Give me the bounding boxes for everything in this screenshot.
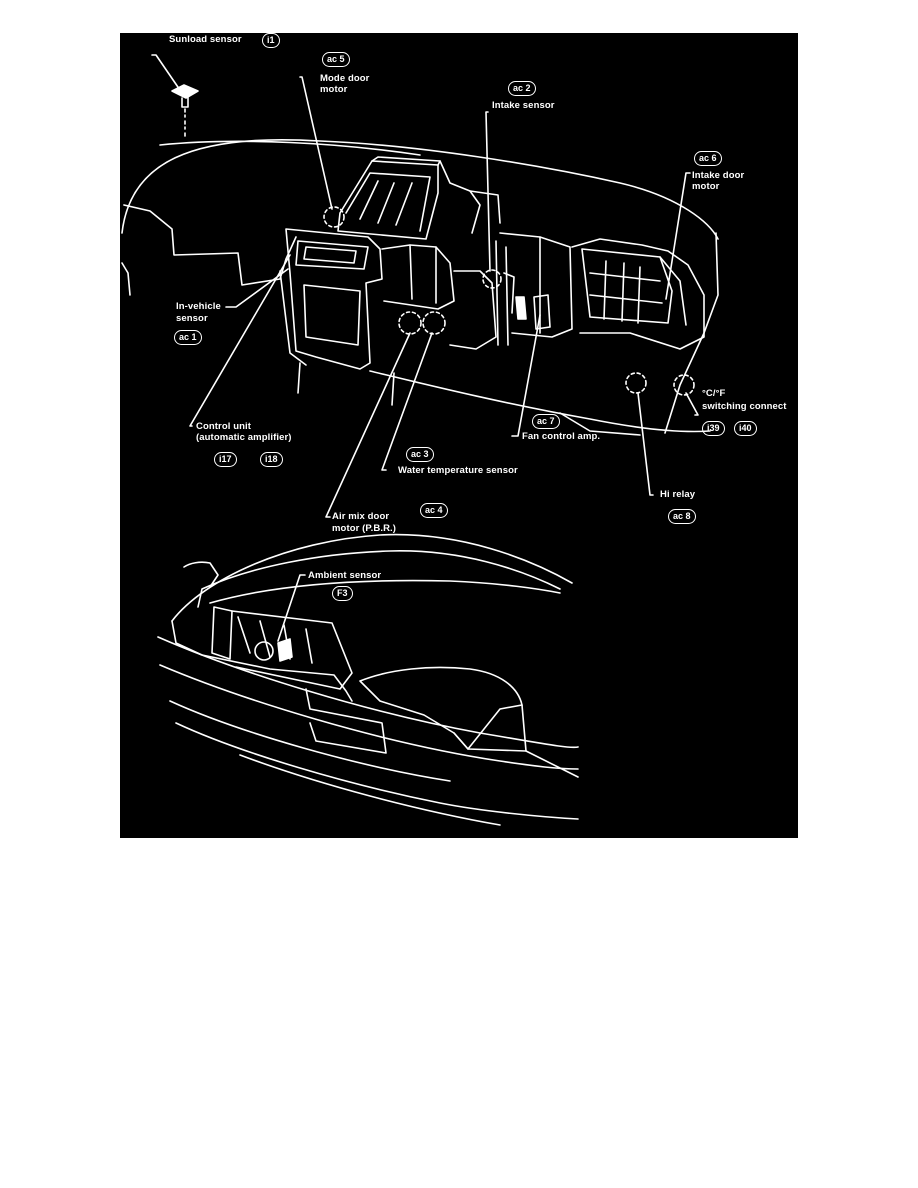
mode-door-connector-badge: ac 5 <box>322 52 350 67</box>
in-vehicle-sensor-label-line2: sensor <box>176 313 208 324</box>
diagram-artwork <box>121 54 719 826</box>
mode-door-motor-unit <box>337 156 501 240</box>
intake-door-motor-label-line1: Intake door <box>692 170 745 181</box>
control-unit-connector-badge-b: i18 <box>260 452 283 467</box>
sunload-sensor-label: Sunload sensor <box>169 34 242 45</box>
temp-unit-switching-label-line1: °C/°F <box>702 388 726 399</box>
water-temp-location-circle <box>422 311 446 335</box>
mode-door-motor-label-line1: Mode door <box>320 73 370 84</box>
in-vehicle-connector-badge: ac 1 <box>174 330 202 345</box>
car-front-outline <box>157 533 579 826</box>
fan-control-amp-label: Fan control amp. <box>522 431 601 442</box>
control-unit-label-line2: (automatic amplifier) <box>196 432 292 443</box>
control-unit-connector-badge-a: i17 <box>214 452 237 467</box>
intake-sensor-label: Intake sensor <box>492 100 555 111</box>
air-mix-door-motor-label-line2: motor (P.B.R.) <box>332 523 397 534</box>
hi-relay-connector-badge: ac 8 <box>668 509 696 524</box>
ambient-connector-badge: F3 <box>332 586 353 601</box>
intake-door-connector-badge: ac 6 <box>694 151 722 166</box>
mode-door-location-circle <box>323 206 345 228</box>
control-unit-label-line1: Control unit <box>196 421 252 432</box>
leader-lines <box>151 54 699 642</box>
switching-connector-badge-b: i40 <box>734 421 757 436</box>
in-vehicle-sensor-label-line1: In-vehicle <box>176 301 221 312</box>
air-mix-door-motor-label-line1: Air mix door <box>332 511 390 522</box>
sunload-sensor-icon <box>171 84 199 140</box>
ambient-sensor-label: Ambient sensor <box>308 570 382 581</box>
fan-control-connector-badge: ac 7 <box>532 414 560 429</box>
switching-connector-badge-a: i39 <box>702 421 725 436</box>
water-temp-sensor-label: Water temperature sensor <box>398 465 518 476</box>
air-mix-connector-badge: ac 4 <box>420 503 448 518</box>
hi-relay-label: Hi relay <box>660 489 696 500</box>
air-mix-location-circle <box>398 311 422 335</box>
mode-door-motor-label-line2: motor <box>320 84 348 95</box>
temp-unit-switching-label-line2: switching connect <box>702 401 787 412</box>
hi-relay-location-circle <box>625 372 647 394</box>
water-temp-connector-badge: ac 3 <box>406 447 434 462</box>
switching-connector-location-circle <box>673 374 695 396</box>
heater-unit-body <box>285 228 705 370</box>
sunload-connector-badge: i1 <box>262 33 280 48</box>
intake-sensor-connector-badge: ac 2 <box>508 81 536 96</box>
intake-door-motor-label-line2: motor <box>692 181 720 192</box>
component-location-diagram: Sunload sensor i1 ac 5 Mode door motor a… <box>120 33 798 838</box>
intake-sensor-location-circle <box>482 269 502 289</box>
